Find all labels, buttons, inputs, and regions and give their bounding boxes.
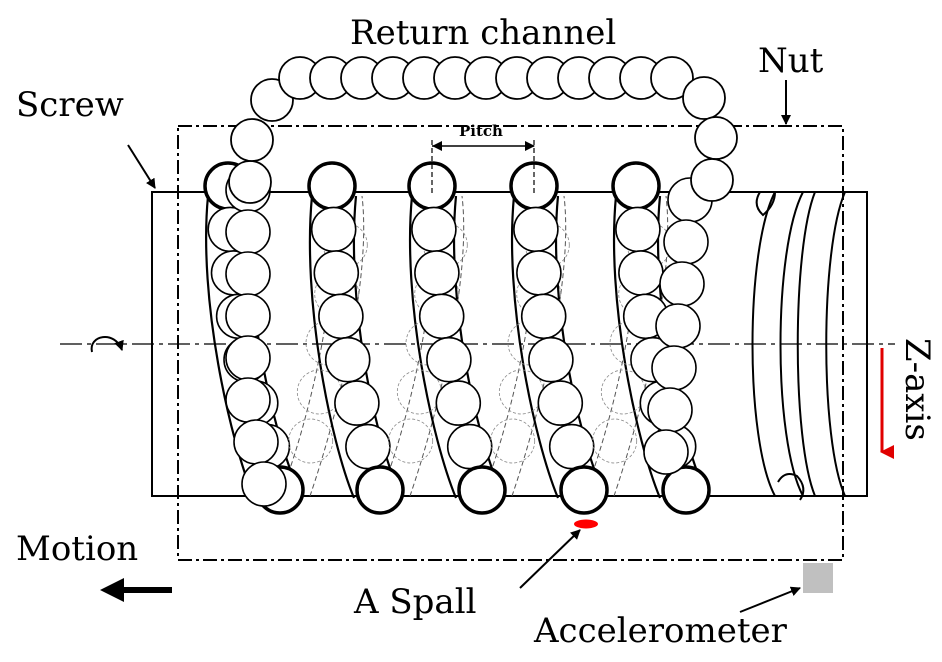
back-ball [414,271,460,317]
back-thread-edge [481,195,537,497]
ball [643,429,689,475]
ball [225,335,271,381]
ball [313,250,360,296]
back-ball [314,271,360,317]
left-arrow-icon [100,578,172,602]
ball [457,465,507,515]
back-ball [422,222,468,268]
ball [509,161,559,211]
ball [334,380,380,426]
ball [647,387,693,433]
accelerometer-pointer-arrow [739,586,801,613]
ball [435,380,482,426]
return-ball [694,116,738,160]
ball [559,465,609,515]
pitch-label: Pitch [459,122,503,140]
nut-outline [177,125,844,561]
spall-pointer-arrow [519,529,581,589]
accelerometer-label: Accelerometer [534,611,787,651]
motion-label: Motion [16,529,139,569]
pitch-arrowhead-left [432,141,442,151]
return-channel-label: Return channel [350,13,617,53]
back-thread-edge [379,195,435,497]
ball [516,250,562,296]
ball [307,161,357,211]
ball [233,419,279,465]
ball [225,251,271,297]
ball [355,465,405,515]
ball [310,206,357,253]
back-ball [288,418,334,464]
z-axis-label: Z-axis [897,338,937,441]
ball [537,380,584,426]
spall-label: A Spall [354,582,477,622]
ball [611,161,661,211]
ball [414,250,460,296]
ball [225,293,271,339]
rotation-arrow-icon [90,336,124,353]
return-ball [650,56,694,100]
ball [318,293,364,340]
ball [225,377,271,423]
ball [241,461,287,507]
ball [225,209,271,255]
back-ball [490,418,536,464]
ball [426,336,472,383]
accelerometer-sensor [803,563,833,593]
ball [615,206,661,253]
ball [618,250,664,296]
screw-label: Screw [16,85,124,125]
free-thread-grooves [751,191,846,501]
ball [548,423,595,470]
return-ball [682,76,726,120]
ball [663,219,709,265]
ball [528,336,574,383]
ball [345,423,391,470]
ball [520,293,567,340]
ball [513,206,559,253]
ball [446,423,493,470]
ball [661,465,711,515]
nut-label: Nut [758,41,824,81]
back-ball [322,222,368,268]
ball [659,261,705,307]
back-ball [524,222,570,268]
screw-pointer-arrow [127,144,156,189]
thread-edge [308,195,356,499]
back-ball [516,271,562,317]
pitch-dimension [431,140,535,196]
ball [411,206,457,253]
return-ball [230,118,274,162]
back-ball [388,418,434,464]
ball [324,336,371,383]
spall-mark [574,519,598,529]
ball [407,161,457,211]
thread-edge [205,195,256,499]
ball [651,345,697,391]
return-ball [690,158,734,202]
ball [418,293,465,340]
back-thread-edge [583,195,639,497]
return-channel-balls [228,56,738,204]
ball-chain [203,161,713,515]
ball [655,303,701,349]
back-ball [592,418,638,464]
return-ball [228,160,272,204]
back-thread-edge [279,195,335,497]
